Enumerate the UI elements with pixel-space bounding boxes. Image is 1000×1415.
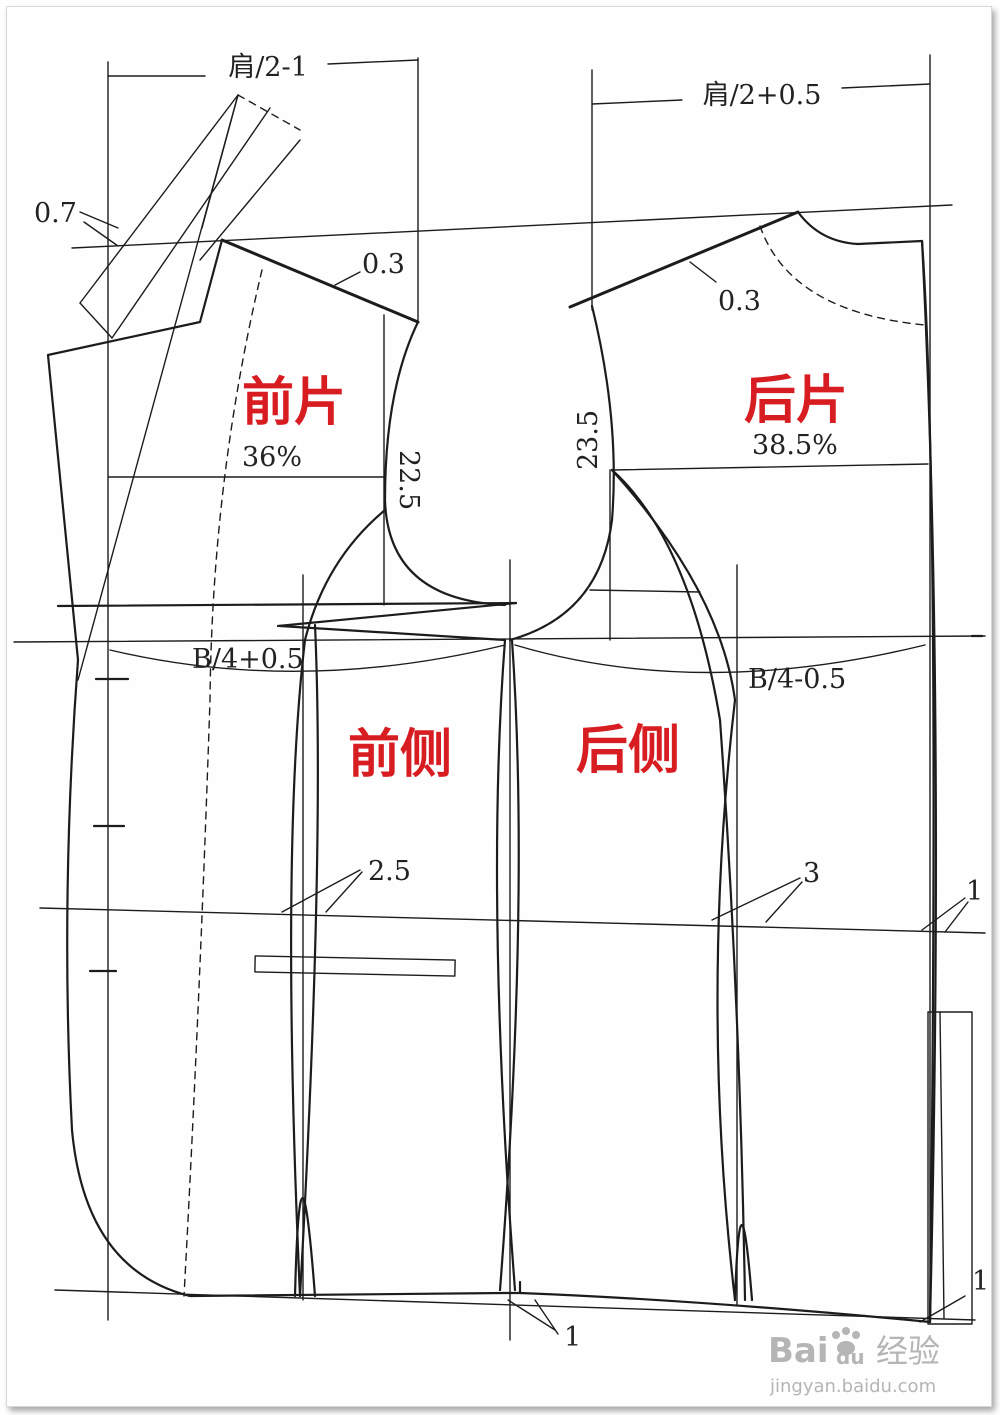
- back-side-panel: [518, 468, 932, 1324]
- front-chest-label: 36%: [242, 442, 302, 473]
- front-dart-label: 2.5: [368, 856, 411, 887]
- back-armhole-label: 23.5: [573, 410, 604, 470]
- panel-names: 前片 后片 前侧 后侧: [242, 371, 848, 785]
- front-slope-label: 0.3: [362, 249, 405, 280]
- watermark-brand: Bai: [768, 1331, 829, 1371]
- front-panel-outline: [46, 238, 518, 1298]
- watermark-url: jingyan.baidu.com: [769, 1376, 936, 1397]
- back-seam-label: 1: [966, 876, 983, 907]
- drawing-frame: [6, 6, 992, 1407]
- back-shoulder-label: 肩/2+0.5: [703, 80, 822, 111]
- dimension-lines: [79, 59, 969, 1335]
- back-chest-label: 38.5%: [752, 430, 838, 461]
- front-shoulder-label: 肩/2-1: [228, 52, 308, 83]
- hem-drop-label: 1: [564, 1322, 581, 1353]
- back-dart-label: 3: [803, 858, 820, 889]
- watermark-service: 经验: [876, 1332, 940, 1370]
- lapel-construction: [77, 94, 301, 681]
- back-panel-name: 后片: [744, 371, 848, 431]
- back-panel-outline: [508, 210, 973, 1325]
- back-side-panel-name: 后侧: [576, 721, 680, 781]
- back-slope-label: 0.3: [718, 286, 761, 317]
- front-side-panel-name: 前侧: [348, 725, 452, 785]
- collar-offset-label: 0.7: [34, 198, 77, 229]
- watermark: Bai du 经验 jingyan.baidu.com: [768, 1327, 940, 1397]
- back-bust-label: B/4-0.5: [748, 664, 846, 695]
- paw-icon: [832, 1327, 860, 1355]
- front-panel-name: 前片: [242, 373, 346, 433]
- measurement-labels: 肩/2-1 肩/2+0.5 0.7 0.3 0.3 36% 38.5% 22.5…: [34, 52, 989, 1353]
- front-armhole-label: 22.5: [393, 450, 424, 510]
- front-bust-label: B/4+0.5: [192, 644, 304, 675]
- watermark-brand-mark: du: [836, 1345, 865, 1369]
- back-hem-label: 1: [972, 1266, 989, 1297]
- tick-marks: [88, 634, 984, 973]
- guide-lines: [13, 54, 986, 1341]
